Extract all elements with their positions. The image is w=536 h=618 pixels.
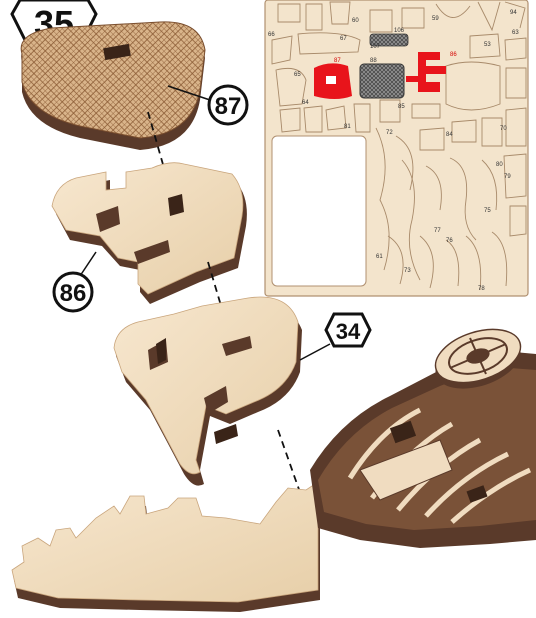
sheet-number: 78 [478,286,485,292]
assembly-guide-line [278,430,302,498]
parts-sheet: 94 60 106 59 66 67 107 53 63 65 87 86 88… [265,0,528,296]
sheet-number: 60 [352,18,359,24]
sheet-number: 73 [404,268,411,274]
callout-87-label: 87 [215,93,242,120]
sheet-number: 59 [432,16,439,22]
sheet-number: 75 [484,208,491,214]
part-87-piece [21,22,205,150]
sheet-number: 106 [394,28,405,34]
sheet-number: 88 [370,58,377,64]
sheet-number: 87 [334,58,341,64]
sheet-number: 67 [340,36,347,42]
sheet-number: 86 [450,52,457,58]
callout-34: 34 [300,314,370,360]
sheet-number: 53 [484,42,491,48]
sheet-number: 64 [302,100,309,106]
sheet-number: 79 [504,174,511,180]
sheet-number: 85 [398,104,405,110]
callout-86-label: 86 [60,280,87,307]
callout-86: 86 [54,252,96,311]
sheet-number: 107 [370,44,381,50]
callout-34-label: 34 [336,319,361,344]
sheet-number: 94 [510,10,517,16]
sheet-number: 63 [512,30,519,36]
sheet-number: 84 [446,132,453,138]
sheet-number: 81 [344,124,351,130]
sheet-number: 76 [446,238,453,244]
sheet-number: 65 [294,72,301,78]
sheet-number: 72 [386,130,393,136]
sheet-number: 61 [376,254,383,260]
sheet-number: 77 [434,228,441,234]
sheet-number: 70 [500,126,507,132]
sheet-number: 80 [496,162,503,168]
part-pair-lower [114,297,302,486]
sheet-number: 66 [268,32,275,38]
